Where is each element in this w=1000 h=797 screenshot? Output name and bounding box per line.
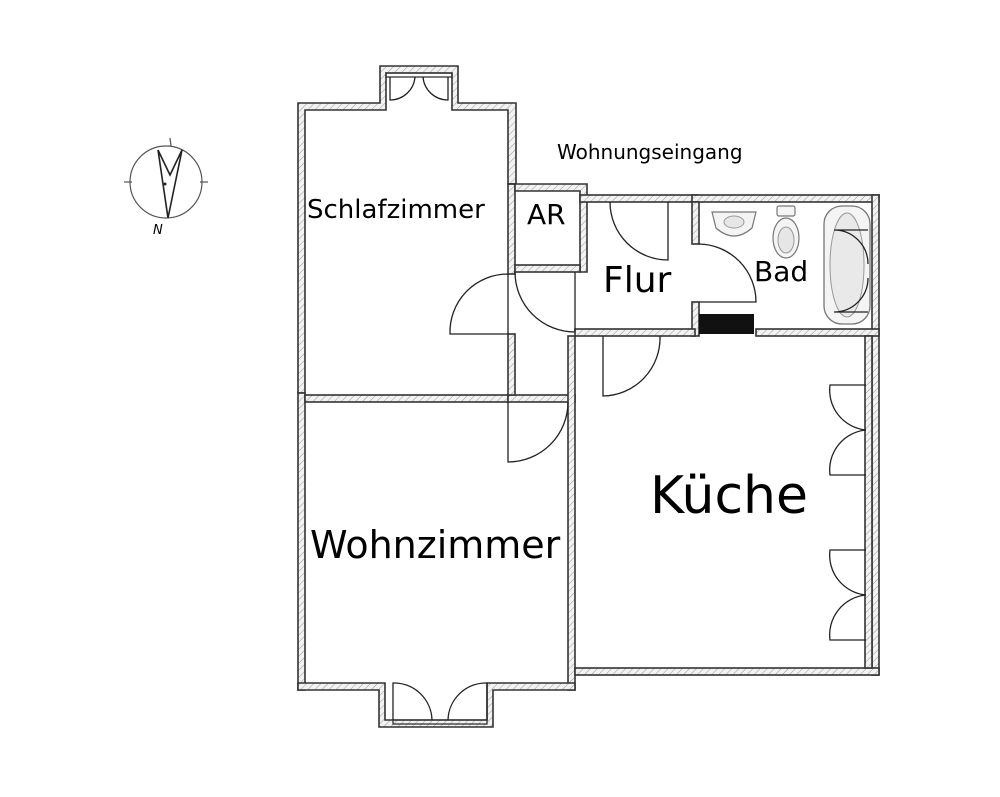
compass-north-label: N: [153, 223, 163, 238]
entrance-label: Wohnungseingang: [557, 140, 743, 164]
room-label-bad: Bad: [754, 255, 808, 288]
windows: [385, 72, 867, 725]
bathroom-fixtures: [711, 205, 871, 325]
room-label-flur: Flur: [603, 260, 672, 301]
room-label-ar: AR: [527, 198, 566, 231]
toilet-icon: [772, 205, 800, 259]
room-label-schlafzimmer: Schlafzimmer: [307, 195, 485, 225]
bathtub-icon: [823, 205, 871, 325]
room-label-kueche: Küche: [650, 466, 808, 526]
compass: N: [124, 137, 208, 238]
doors: [449, 201, 757, 463]
chimney: [699, 314, 754, 334]
compass-needle-icon: [157, 149, 183, 219]
walls: [297, 65, 880, 728]
room-label-wohnzimmer: Wohnzimmer: [310, 523, 561, 567]
